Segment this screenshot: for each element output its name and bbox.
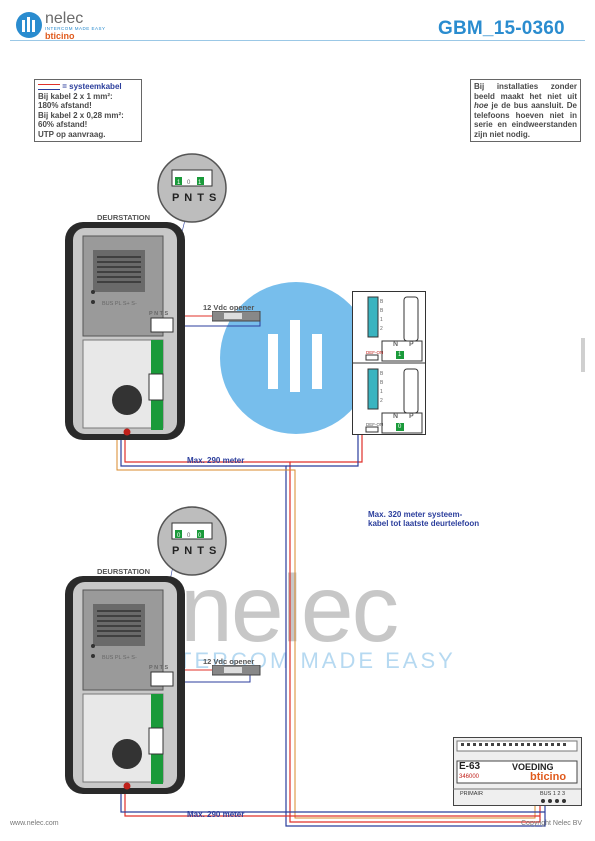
cable-red xyxy=(124,436,541,823)
terminal-zoom xyxy=(157,506,227,576)
handset-header-p: P xyxy=(409,413,414,420)
distance-bottom: Max. 290 meter xyxy=(187,810,245,819)
cable-note-line: UTP op aanvraag. xyxy=(38,129,106,139)
station-terminals: P N T S xyxy=(149,311,169,317)
logo-brand: bticino xyxy=(45,31,75,41)
footer-copyright: Copyright Nelec BV xyxy=(521,820,583,827)
logo-name: nelec xyxy=(45,10,84,27)
handset-panel xyxy=(352,291,426,435)
document-title: GBM_15-0360 xyxy=(438,18,565,39)
handset-header-n: N xyxy=(393,413,399,420)
supply-code: 346000 xyxy=(459,774,480,780)
long-run-label: Max. 320 meter systeem- kabel tot laatst… xyxy=(368,510,479,528)
zoom-code-1: 1 xyxy=(177,180,181,186)
cable-legend-icon xyxy=(38,83,60,90)
handset-terminal: B xyxy=(380,371,384,377)
supply-bus-label: BUS 1 2 3 xyxy=(540,791,566,797)
door-opener xyxy=(212,665,261,676)
zoom-code-3: 1 xyxy=(198,180,202,186)
cable-note-line: Bij kabel 2 x 0,28 mm²: xyxy=(38,110,124,120)
cable-red xyxy=(124,790,540,817)
zoom-code-2: 0 xyxy=(187,180,191,186)
door-station-title: DEURSTATION xyxy=(97,567,151,576)
handset-terminal: 2 xyxy=(380,398,383,404)
header-divider xyxy=(10,40,585,41)
logo-tagline: INTERCOM MADE EASY xyxy=(45,26,106,31)
cable-note-line: 180% afstand! xyxy=(38,101,92,110)
zoom-terminal-label: P N T S xyxy=(172,545,218,557)
cable-note-title: = systeemkabel xyxy=(62,82,122,91)
opener-label: 12 Vdc opener xyxy=(203,657,255,666)
zoom-terminal-label: P N T S xyxy=(172,192,218,204)
door-station-title: DEURSTATION xyxy=(97,213,151,222)
terminal-zoom xyxy=(157,153,227,223)
handset-terminal: B xyxy=(380,380,384,386)
handset-terminal: B xyxy=(380,308,384,314)
cable-note: = systeemkabel Bij kabel 2 x 1 mm²: 180%… xyxy=(34,79,142,142)
bus-labels: BUS PL S+ S- xyxy=(102,655,137,661)
cable-blue xyxy=(120,790,545,813)
handset-terminal: B xyxy=(380,299,384,305)
supply-model: E-63 xyxy=(459,761,481,772)
handset-header-p: P xyxy=(409,341,414,348)
handset-switch-label: DEF-ON xyxy=(366,350,384,355)
nelec-logo xyxy=(16,12,42,38)
installation-note: Bij installaties zonder beeld maakt het … xyxy=(470,79,581,142)
zoom-code-2: 0 xyxy=(187,533,191,539)
handset-header-n: N xyxy=(393,341,399,348)
handset-terminal: 1 xyxy=(380,389,383,395)
door-station-panel xyxy=(65,576,185,794)
door-opener xyxy=(212,311,261,322)
zoom-code-3: 0 xyxy=(198,533,202,539)
supply-brand: bticino xyxy=(530,771,567,783)
station-terminals: P N T S xyxy=(149,665,169,671)
handset-value: 0 xyxy=(398,424,402,430)
footer-website: www.nelec.com xyxy=(10,820,59,827)
door-station-panel xyxy=(65,222,185,440)
long-run-line-1: Max. 320 meter systeem- xyxy=(368,510,463,519)
cable-blue xyxy=(120,436,546,827)
long-run-line-2: kabel tot laatste deurtelefoon xyxy=(368,519,480,528)
handset-terminal: 1 xyxy=(380,317,383,323)
installation-note-text-end: je de bus aansluit. De telefoons hoeven … xyxy=(474,101,577,139)
installation-note-emphasis: hoe xyxy=(474,101,489,110)
supply-label: VOEDING xyxy=(512,762,554,772)
installation-note-text: Bij installaties zonder beeld maakt het … xyxy=(474,82,577,101)
handset-value: 1 xyxy=(398,352,402,358)
opener-label: 12 Vdc opener xyxy=(203,303,255,312)
supply-primary-label: PRIMAIR xyxy=(460,791,483,797)
cable-note-line: 60% afstand! xyxy=(38,120,88,129)
bus-labels: BUS PL S+ S- xyxy=(102,301,137,307)
handset-terminal: 2 xyxy=(380,326,383,332)
zoom-code-1: 0 xyxy=(177,533,181,539)
power-supply xyxy=(453,737,582,806)
watermark-tagline: INTERCOM MADE EASY xyxy=(150,648,456,673)
distance-top: Max. 290 meter xyxy=(187,456,245,465)
handset-switch-label: DEF-ON xyxy=(366,422,384,427)
cable-note-line: Bij kabel 2 x 1 mm²: xyxy=(38,91,113,101)
